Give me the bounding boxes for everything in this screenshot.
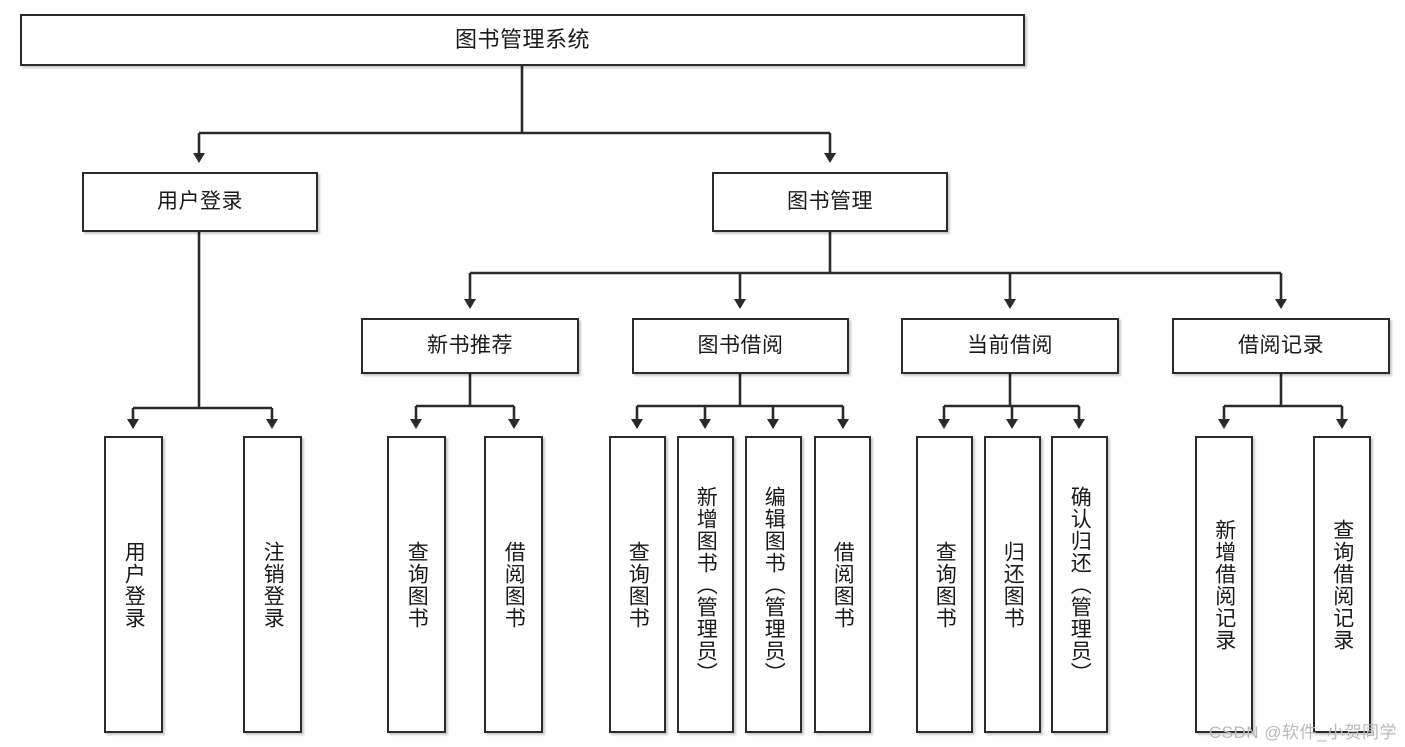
node-label: 用户登录 — [122, 540, 146, 629]
node-label: 新增借阅记录 — [1212, 518, 1236, 651]
node-leaf-add-record[interactable]: 新增借阅记录 — [1195, 436, 1253, 733]
node-label: 借阅图书 — [831, 540, 855, 629]
node-leaf-confirm-return[interactable]: 确认归还（管理员） — [1051, 436, 1108, 733]
node-label: 编辑图书（管理员） — [762, 485, 786, 684]
node-label: 借阅记录 — [1238, 334, 1324, 358]
node-leaf-query-book-1[interactable]: 查询图书 — [387, 436, 446, 733]
node-leaf-query-record[interactable]: 查询借阅记录 — [1313, 436, 1371, 733]
node-label: 查询图书 — [933, 540, 957, 629]
node-label: 图书管理 — [787, 190, 873, 214]
node-user-login[interactable]: 用户登录 — [82, 172, 318, 232]
node-leaf-return-book[interactable]: 归还图书 — [984, 436, 1041, 733]
node-borrow-record[interactable]: 借阅记录 — [1172, 318, 1390, 374]
node-leaf-user-logout[interactable]: 注销登录 — [243, 436, 302, 733]
node-label: 用户登录 — [157, 190, 243, 214]
node-label: 注销登录 — [261, 540, 285, 629]
node-new-book-recommend[interactable]: 新书推荐 — [361, 318, 579, 374]
node-label: 查询借阅记录 — [1330, 518, 1354, 651]
watermark-text: CSDN @软件_小贺同学 — [1208, 723, 1397, 742]
node-leaf-edit-book[interactable]: 编辑图书（管理员） — [745, 436, 802, 733]
node-leaf-user-login[interactable]: 用户登录 — [104, 436, 163, 733]
node-leaf-borrow-book-1[interactable]: 借阅图书 — [484, 436, 543, 733]
node-label: 查询图书 — [626, 540, 650, 629]
node-label: 当前借阅 — [967, 334, 1053, 358]
node-leaf-add-book[interactable]: 新增图书（管理员） — [677, 436, 734, 733]
node-leaf-query-book-3[interactable]: 查询图书 — [916, 436, 973, 733]
node-book-manage[interactable]: 图书管理 — [712, 172, 948, 232]
node-leaf-query-book-2[interactable]: 查询图书 — [609, 436, 666, 733]
node-label: 新书推荐 — [427, 334, 513, 358]
node-label: 归还图书 — [1001, 540, 1025, 629]
node-label: 图书借阅 — [697, 334, 784, 358]
node-root-system[interactable]: 图书管理系统 — [20, 14, 1025, 66]
node-book-borrow[interactable]: 图书借阅 — [632, 318, 849, 374]
node-current-borrow[interactable]: 当前借阅 — [901, 318, 1119, 374]
node-label: 查询图书 — [405, 540, 429, 629]
node-label: 新增图书（管理员） — [694, 485, 718, 684]
node-label: 借阅图书 — [502, 540, 526, 629]
node-label: 确认归还（管理员） — [1068, 485, 1092, 684]
node-leaf-borrow-book-2[interactable]: 借阅图书 — [814, 436, 871, 733]
node-label: 图书管理系统 — [454, 26, 590, 52]
